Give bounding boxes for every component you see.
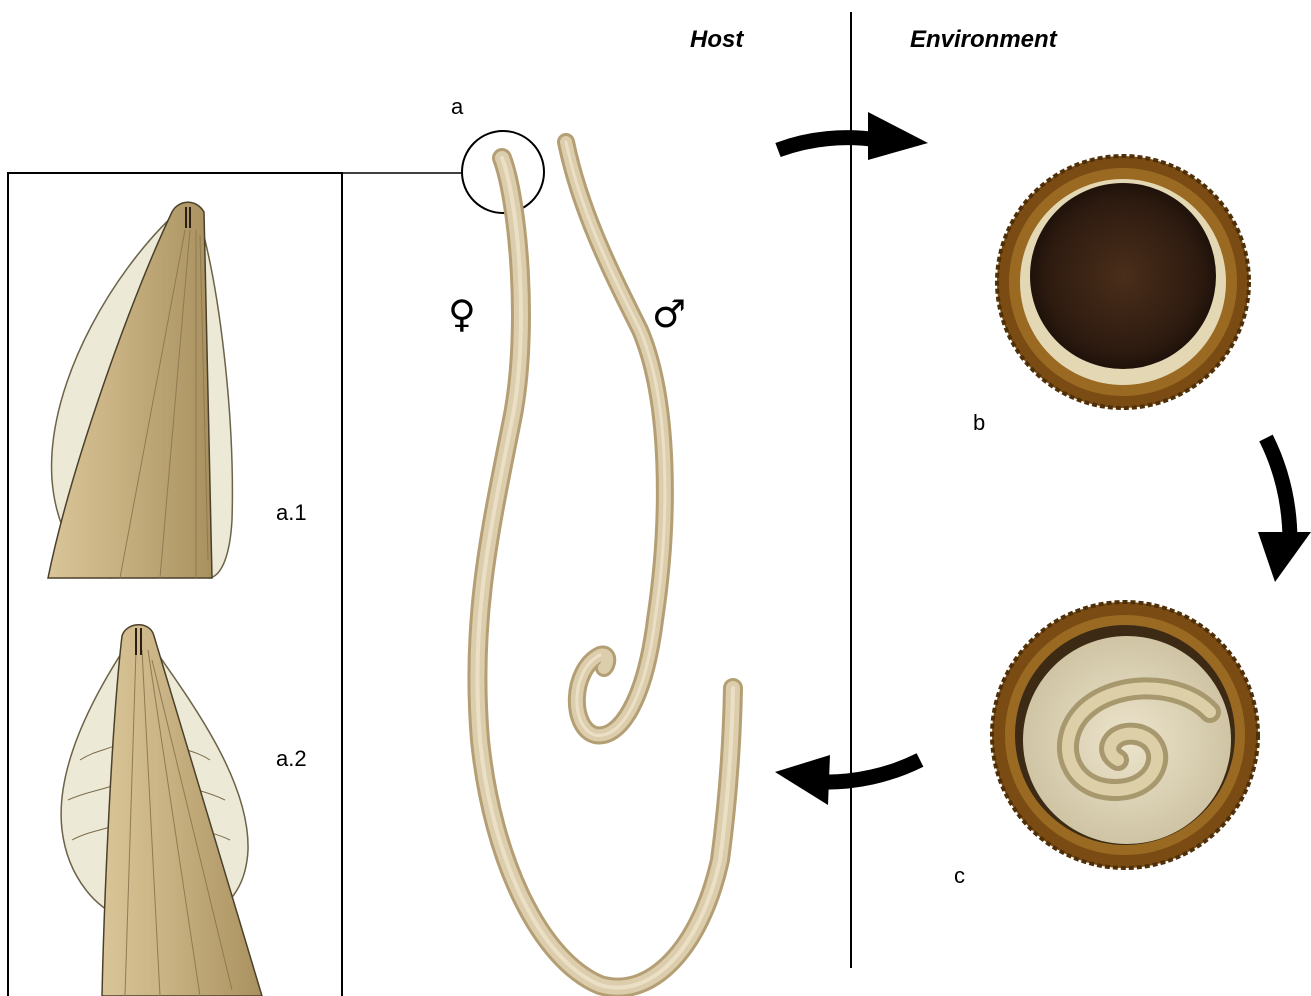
label-b: b xyxy=(973,410,985,436)
label-c: c xyxy=(954,863,965,889)
head-detail-panel xyxy=(8,173,463,996)
label-a: a xyxy=(451,94,463,120)
curved-arrow-right-icon xyxy=(778,112,928,160)
head-view-a1 xyxy=(48,202,232,578)
curved-arrow-down-icon xyxy=(1258,438,1311,582)
female-symbol: ♀ xyxy=(448,292,476,336)
male-symbol: ♂ xyxy=(652,292,686,336)
host-header: Host xyxy=(690,26,743,54)
environment-header: Environment xyxy=(910,26,1057,54)
label-a1: a.1 xyxy=(276,500,307,526)
label-a2: a.2 xyxy=(276,746,307,772)
embryonated-egg xyxy=(992,602,1258,868)
head-view-a2 xyxy=(61,625,262,996)
curved-arrow-left-icon xyxy=(775,755,920,805)
unembryonated-egg xyxy=(997,156,1249,408)
